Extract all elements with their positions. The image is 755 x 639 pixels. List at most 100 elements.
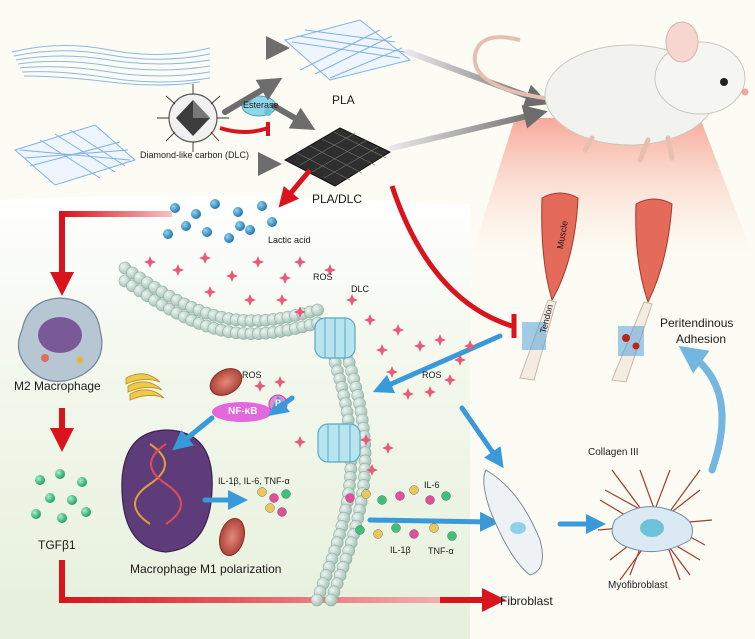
ros-star bbox=[252, 256, 264, 268]
ros-star bbox=[444, 374, 456, 386]
ros-star bbox=[434, 334, 446, 346]
ros-star bbox=[386, 366, 398, 378]
cytokine-particle bbox=[277, 507, 287, 517]
muscle-tendon-right bbox=[611, 198, 673, 383]
ros-star bbox=[204, 286, 216, 298]
blue-arrows bbox=[172, 333, 726, 534]
dlc-inhibits-esterase bbox=[219, 126, 269, 134]
label-myofibroblast: Myofibroblast bbox=[608, 580, 668, 591]
pla-fiber-mat-upper bbox=[283, 19, 412, 81]
dlc-particle-icon bbox=[157, 84, 229, 152]
ros-star bbox=[279, 272, 291, 284]
label-pla: PLA bbox=[332, 93, 355, 107]
label-collagen3: Collagen III bbox=[588, 447, 639, 458]
label-ros-right: ROS bbox=[422, 370, 442, 380]
ros-star bbox=[402, 388, 414, 400]
ros-star bbox=[172, 264, 184, 276]
cytokine-particles bbox=[257, 485, 457, 541]
arrow-tgf-to-fibroblast bbox=[59, 560, 490, 603]
cytokine-particle bbox=[269, 493, 279, 503]
m2-macrophage-cell bbox=[17, 297, 103, 382]
cytokine-particle bbox=[281, 489, 291, 499]
ros-star bbox=[274, 376, 286, 388]
ros-star bbox=[346, 294, 358, 306]
ros-star bbox=[244, 294, 256, 306]
ros-star bbox=[360, 434, 372, 446]
muscle-tendon-left bbox=[519, 192, 579, 381]
membrane-bead bbox=[311, 303, 324, 317]
mitochondrion-upper bbox=[209, 368, 243, 396]
cytokine-particle bbox=[441, 491, 451, 501]
label-dlc-full: Diamond-like carbon (DLC) bbox=[140, 150, 250, 160]
ros-star bbox=[294, 436, 306, 448]
cytokine-particle bbox=[391, 523, 401, 533]
cytokine-particle bbox=[377, 495, 387, 505]
label-tgfb1: TGFβ1 bbox=[38, 538, 76, 552]
mitochondrion-lower bbox=[219, 517, 245, 557]
label-peritendinous: Peritendinous bbox=[660, 316, 734, 330]
cytokine-particle bbox=[361, 489, 371, 499]
cytokine-particle bbox=[409, 485, 419, 495]
dlc-fiber-mat-left bbox=[13, 124, 137, 186]
label-cytokines-nucleus: IL-1β, IL-6, TNF-α bbox=[218, 476, 290, 486]
cytokine-particle bbox=[395, 491, 405, 501]
label-m1-polarization: Macrophage M1 polarization bbox=[130, 562, 282, 576]
ros-star bbox=[294, 306, 306, 318]
cytokine-particle bbox=[355, 525, 365, 535]
cytokine-particle bbox=[409, 529, 419, 539]
label-m2-macrophage: M2 Macrophage bbox=[14, 379, 101, 393]
ros-molecules bbox=[144, 252, 476, 476]
cytokine-particle bbox=[265, 503, 275, 513]
ros-star bbox=[144, 256, 156, 268]
cytokine-particle bbox=[345, 493, 355, 503]
macrophage-nucleus bbox=[121, 429, 213, 553]
cytokine-particle bbox=[257, 487, 267, 497]
ros-star bbox=[364, 314, 376, 326]
membrane-bead bbox=[310, 593, 324, 607]
cytokine-particle bbox=[373, 529, 383, 539]
label-lactic-acid: Lactic acid bbox=[268, 235, 311, 245]
arrow-mesh-to-lactic bbox=[278, 168, 312, 208]
ros-star bbox=[366, 464, 378, 476]
label-ros-top: ROS bbox=[313, 272, 333, 282]
ros-star bbox=[464, 340, 476, 352]
label-fibroblast: Fibroblast bbox=[500, 594, 553, 608]
fibroblast-cell bbox=[483, 469, 543, 576]
myofibroblast-cell bbox=[597, 469, 713, 581]
ros-star bbox=[254, 380, 266, 392]
label-il1b: IL-1β bbox=[390, 545, 411, 555]
label-esterase: Esterase bbox=[243, 100, 279, 110]
ros-star bbox=[276, 294, 288, 306]
label-ros-mid: ROS bbox=[242, 370, 262, 380]
ros-star bbox=[424, 386, 436, 398]
ros-star bbox=[324, 264, 336, 276]
ros-star bbox=[294, 256, 306, 268]
ros-star bbox=[376, 344, 388, 356]
label-adhesion: Adhesion bbox=[676, 332, 727, 346]
golgi-apparatus bbox=[125, 373, 165, 401]
label-tnfa: TNF-α bbox=[428, 546, 454, 556]
membrane-channel-top bbox=[314, 317, 356, 359]
cytokine-particle bbox=[425, 495, 435, 505]
implant-glow bbox=[470, 118, 755, 260]
label-phospho: P bbox=[275, 398, 282, 408]
ros-star bbox=[414, 340, 426, 352]
ros-star bbox=[392, 324, 404, 336]
tgfb1-particles bbox=[31, 469, 91, 523]
label-nfkb: NF-κB bbox=[228, 406, 258, 417]
pla-fiber-mat-top bbox=[11, 45, 211, 86]
membrane-bead bbox=[324, 593, 338, 607]
label-dlc: DLC bbox=[351, 284, 370, 294]
lactic-acid-particles bbox=[163, 199, 277, 243]
cytokine-particle bbox=[447, 531, 457, 541]
arrow-dlc-inhibit-tendon bbox=[389, 185, 513, 329]
membrane-channel-bottom bbox=[317, 423, 361, 463]
ros-star bbox=[199, 252, 211, 264]
ros-star bbox=[454, 354, 466, 366]
mouse-illustration bbox=[472, 21, 749, 163]
cytokine-particle bbox=[429, 523, 439, 533]
label-il6: IL-6 bbox=[424, 480, 440, 490]
label-pla-dlc: PLA/DLC bbox=[312, 192, 363, 206]
